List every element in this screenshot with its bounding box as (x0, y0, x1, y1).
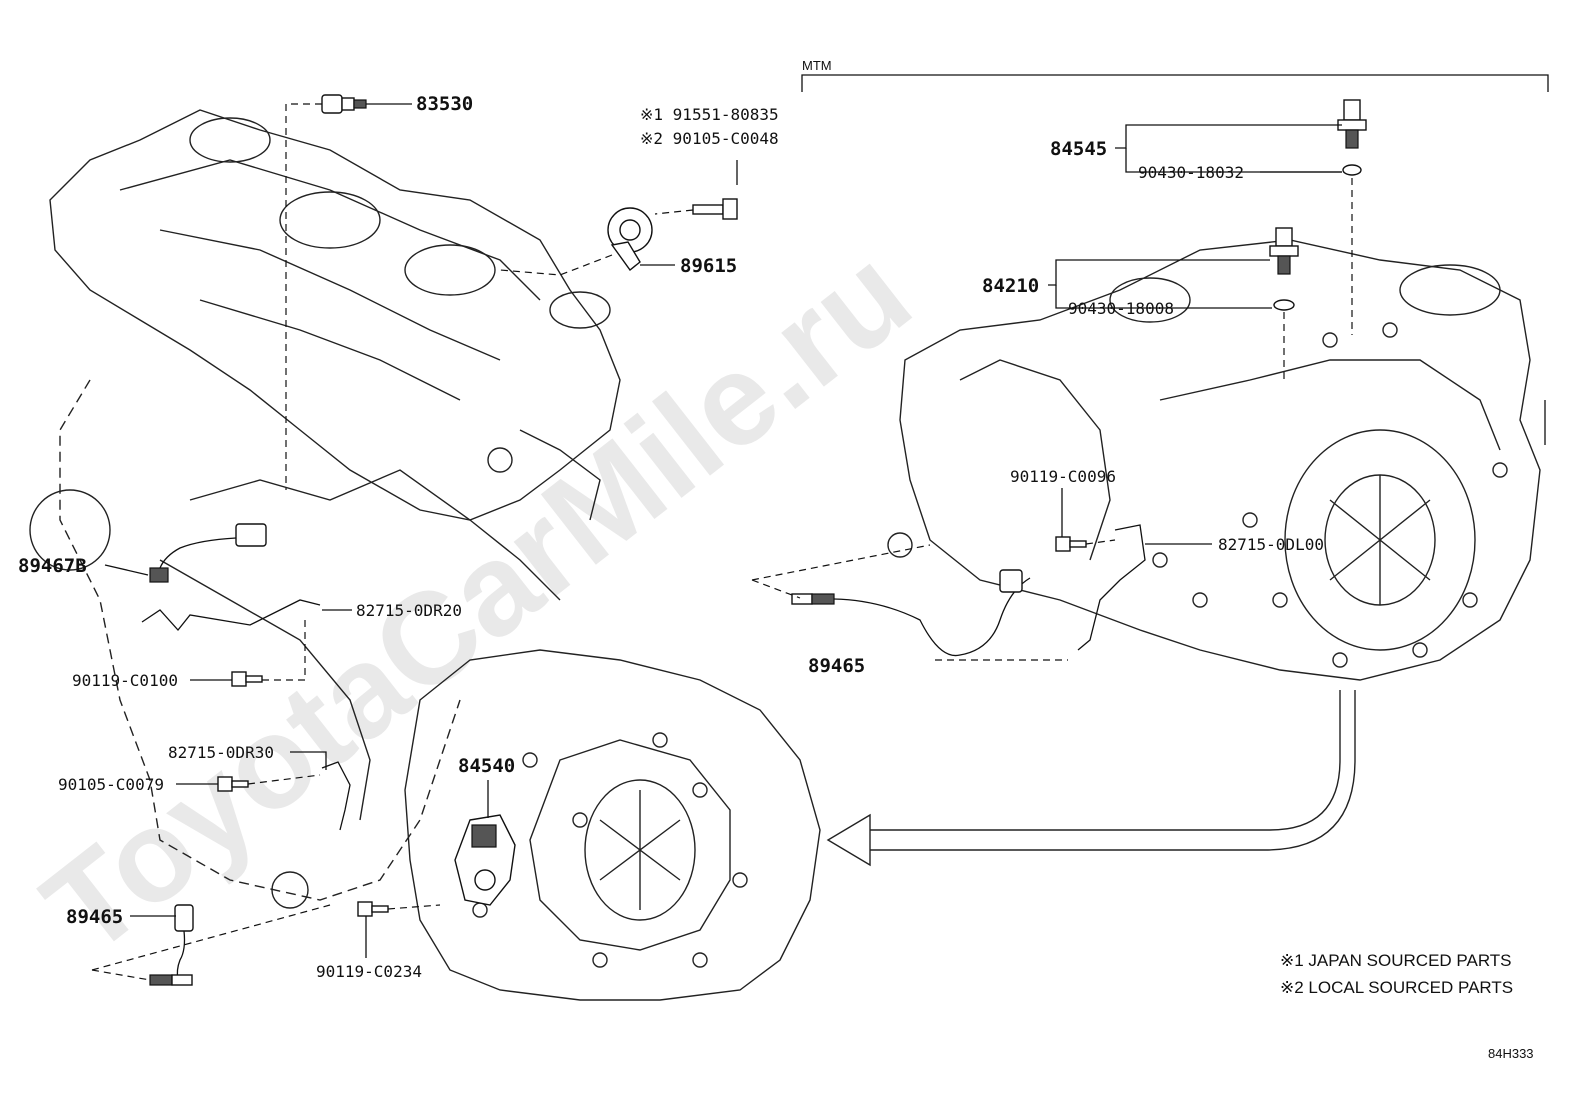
bolt-90119-c0234 (357, 901, 389, 917)
o2-sensor-89467b (149, 523, 267, 583)
part-label-90105-c0079: 90105-C0079 (58, 775, 164, 794)
mtm-transaxle-illustration (887, 239, 1546, 681)
wire-bracket-0dl00 (1077, 524, 1146, 651)
part-label-84540: 84540 (458, 755, 515, 777)
part-label-84210: 84210 (982, 275, 1039, 297)
mtm-bracket: MTM (801, 58, 1549, 92)
part-label-89465-right: 89465 (808, 655, 865, 677)
neutral-switch (1269, 227, 1299, 311)
wire-bracket-0dr20 (141, 599, 321, 632)
part-label-82715-0dr30: 82715-0DR30 (168, 743, 274, 762)
part-label-84545: 84545 (1050, 138, 1107, 160)
crank-position-sensor (607, 207, 653, 272)
wire-bracket-0dr30 (321, 761, 351, 831)
bolt-90119-c0096 (1055, 536, 1087, 552)
part-label-90105-c0048: ※2 90105-C0048 (640, 129, 779, 148)
part-label-90119-c0100: 90119-C0100 (72, 671, 178, 690)
part-label-82715-0dr20: 82715-0DR20 (356, 601, 462, 620)
part-label-89465-left: 89465 (66, 906, 123, 928)
bolt-90119-c0100 (231, 671, 263, 687)
part-label-90430-18032: 90430-18032 (1138, 163, 1244, 182)
o2-sensor-left (149, 904, 194, 986)
part-label-89467b: 89467B (18, 555, 87, 577)
engine-transaxle-illustration (29, 109, 821, 1001)
o2-sensor-right (791, 569, 1031, 657)
part-label-89615: 89615 (680, 255, 737, 277)
part-label-90430-18008: 90430-18008 (1068, 299, 1174, 318)
oil-pressure-switch (321, 94, 367, 114)
part-label-91551-80835: ※1 91551-80835 (640, 105, 779, 124)
section-label-mtm: MTM (802, 58, 832, 73)
backup-lamp-switch (1337, 99, 1367, 176)
footnote-local-sourced: ※2 LOCAL SOURCED PARTS (1280, 978, 1513, 997)
footnote-japan-sourced: ※1 JAPAN SOURCED PARTS (1280, 951, 1512, 970)
part-label-83530: 83530 (416, 93, 473, 115)
leader-lines (104, 103, 1342, 958)
part-label-90119-c0096: 90119-C0096 (1010, 467, 1116, 486)
part-label-82715-0dl00: 82715-0DL00 (1218, 535, 1324, 554)
neutral-start-switch (454, 814, 516, 906)
part-label-90119-c0234: 90119-C0234 (316, 962, 422, 981)
reference-arrow (826, 690, 1356, 867)
sensor-bolt (692, 198, 738, 220)
figure-code: 84H333 (1488, 1046, 1534, 1061)
